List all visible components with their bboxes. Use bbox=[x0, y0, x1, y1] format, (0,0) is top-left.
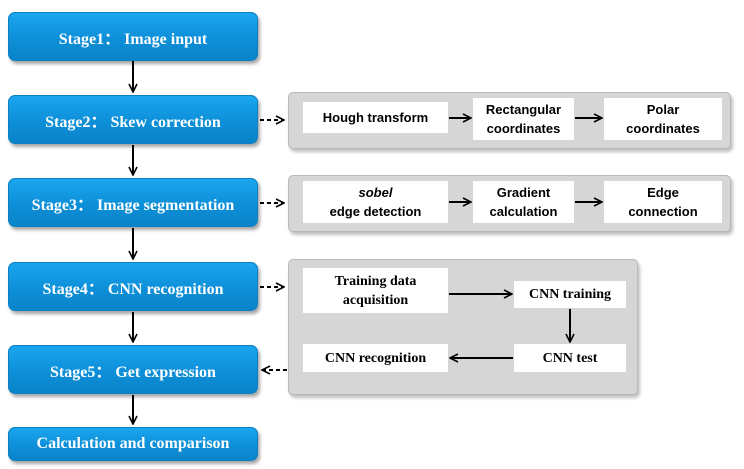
step-training-data-acquisition: Training data acquisition bbox=[303, 268, 448, 313]
step-cnn-test: CNN test bbox=[514, 344, 626, 372]
step-label-line2: coordinates bbox=[626, 121, 700, 136]
step-label-line2: edge detection bbox=[329, 204, 422, 219]
stage-get-expression: Stage5： Get expression bbox=[8, 345, 258, 394]
step-polar-coordinates: Polar coordinates bbox=[604, 98, 722, 140]
step-label-line2: coordinates bbox=[486, 121, 561, 136]
step-edge-connection: Edge connection bbox=[604, 181, 722, 223]
step-label: CNN recognition bbox=[324, 350, 427, 366]
stage-calculation-comparison: Calculation and comparison bbox=[8, 427, 258, 461]
step-label-line1: sobel bbox=[358, 185, 393, 200]
stage-cnn-recognition: Stage4： CNN recognition bbox=[8, 262, 258, 311]
step-gradient-calculation: Gradient calculation bbox=[473, 181, 574, 223]
step-rectangular-coordinates: Rectangular coordinates bbox=[473, 98, 574, 140]
step-label-line2: connection bbox=[628, 204, 698, 219]
step-label-line1: Rectangular bbox=[485, 102, 562, 117]
step-label: Hough transform bbox=[322, 110, 429, 125]
step-label-line1: Training data bbox=[334, 273, 417, 289]
step-hough-transform: Hough transform bbox=[303, 102, 448, 133]
stage-image-segmentation: Stage3： Image segmentation bbox=[8, 178, 258, 227]
step-label: CNN test bbox=[542, 350, 598, 366]
step-label-line2: acquisition bbox=[342, 292, 409, 308]
step-label-line2: calculation bbox=[489, 204, 558, 219]
step-label-line1: Gradient bbox=[496, 185, 551, 200]
stage-skew-correction: Stage2： Skew correction bbox=[8, 95, 258, 144]
step-cnn-training: CNN training bbox=[514, 281, 626, 308]
step-label: CNN training bbox=[528, 287, 612, 302]
step-sobel-edge-detection: sobel edge detection bbox=[303, 181, 448, 223]
step-cnn-recognition: CNN recognition bbox=[303, 344, 448, 372]
stage-image-input: Stage1： Image input bbox=[8, 12, 258, 61]
step-label-line1: Edge bbox=[647, 185, 679, 200]
step-label-line1: Polar bbox=[646, 102, 680, 117]
